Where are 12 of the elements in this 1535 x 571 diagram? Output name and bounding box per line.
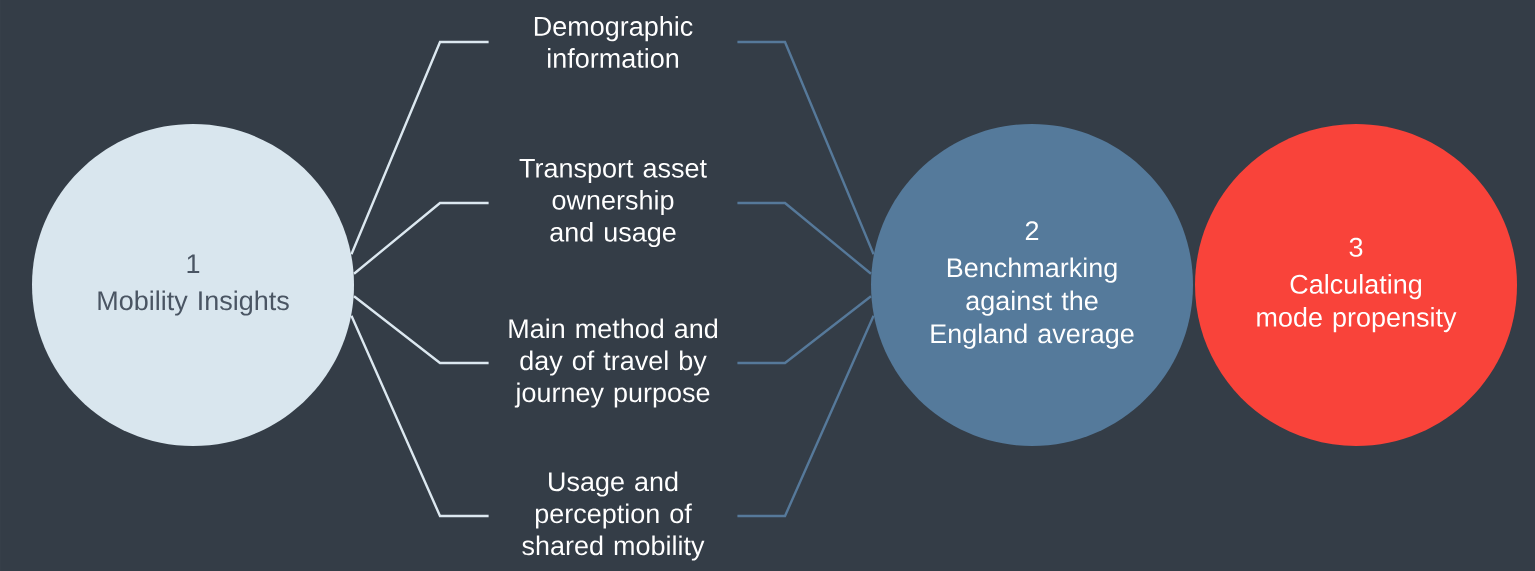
text-label: Main method and day of travel by journey purpose <box>509 318 718 408</box>
text-label: Demographic information <box>534 16 693 68</box>
connector-line <box>737 315 875 518</box>
connector-line <box>350 40 489 255</box>
connector-line <box>737 40 875 255</box>
connector-line <box>353 201 489 275</box>
connector-line <box>737 295 872 365</box>
connector-line <box>350 315 489 518</box>
connector-line <box>737 201 872 275</box>
text-label: Usage and perception of shared mobility <box>522 471 705 561</box>
text-label: Transport asset ownership and usage <box>519 158 707 248</box>
connector-line <box>353 295 489 365</box>
